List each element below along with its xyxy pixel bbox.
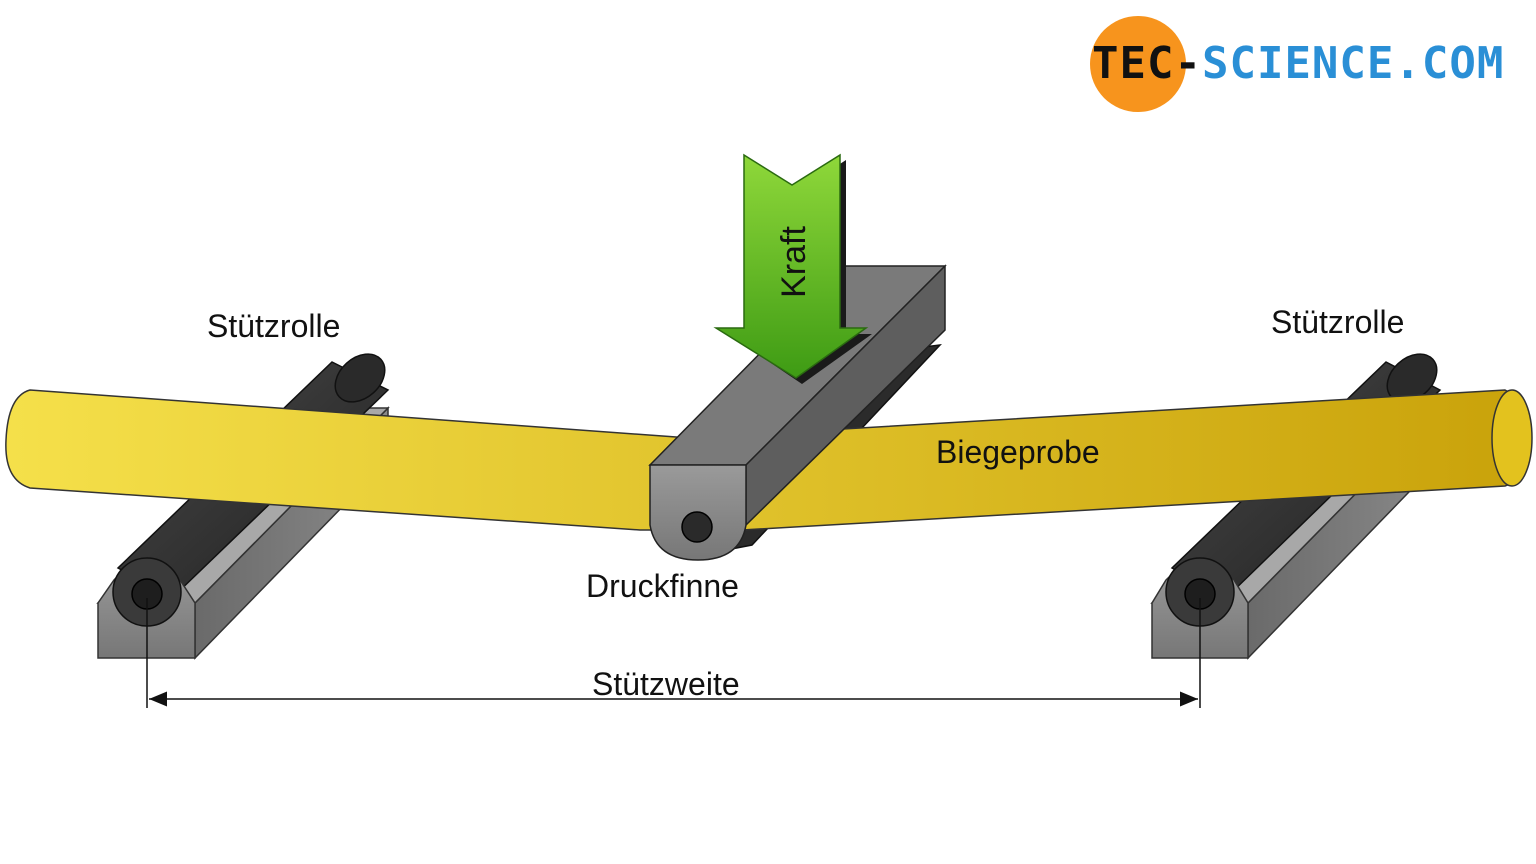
force-arrow-shape bbox=[713, 153, 869, 379]
label-span: Stützweite bbox=[592, 666, 740, 702]
logo-text-dark: TEC- bbox=[1092, 38, 1202, 89]
force-arrow bbox=[713, 153, 872, 384]
punch-axle bbox=[681, 511, 713, 543]
label-force: Kraft bbox=[775, 226, 813, 298]
left-roller-back-end bbox=[334, 353, 386, 403]
logo-circle bbox=[1090, 16, 1186, 112]
label-support-left: Stützrolle bbox=[207, 308, 341, 344]
logo-text-blue: SCIENCE.COM bbox=[1201, 38, 1505, 89]
logo-text: TEC-SCIENCE.COM bbox=[1092, 42, 1504, 86]
label-support-right: Stützrolle bbox=[1271, 304, 1405, 340]
label-specimen: Biegeprobe bbox=[936, 434, 1100, 470]
span-dimension bbox=[146, 598, 1201, 708]
label-punch: Druckfinne bbox=[586, 568, 739, 604]
specimen-end-cap bbox=[1491, 389, 1533, 487]
